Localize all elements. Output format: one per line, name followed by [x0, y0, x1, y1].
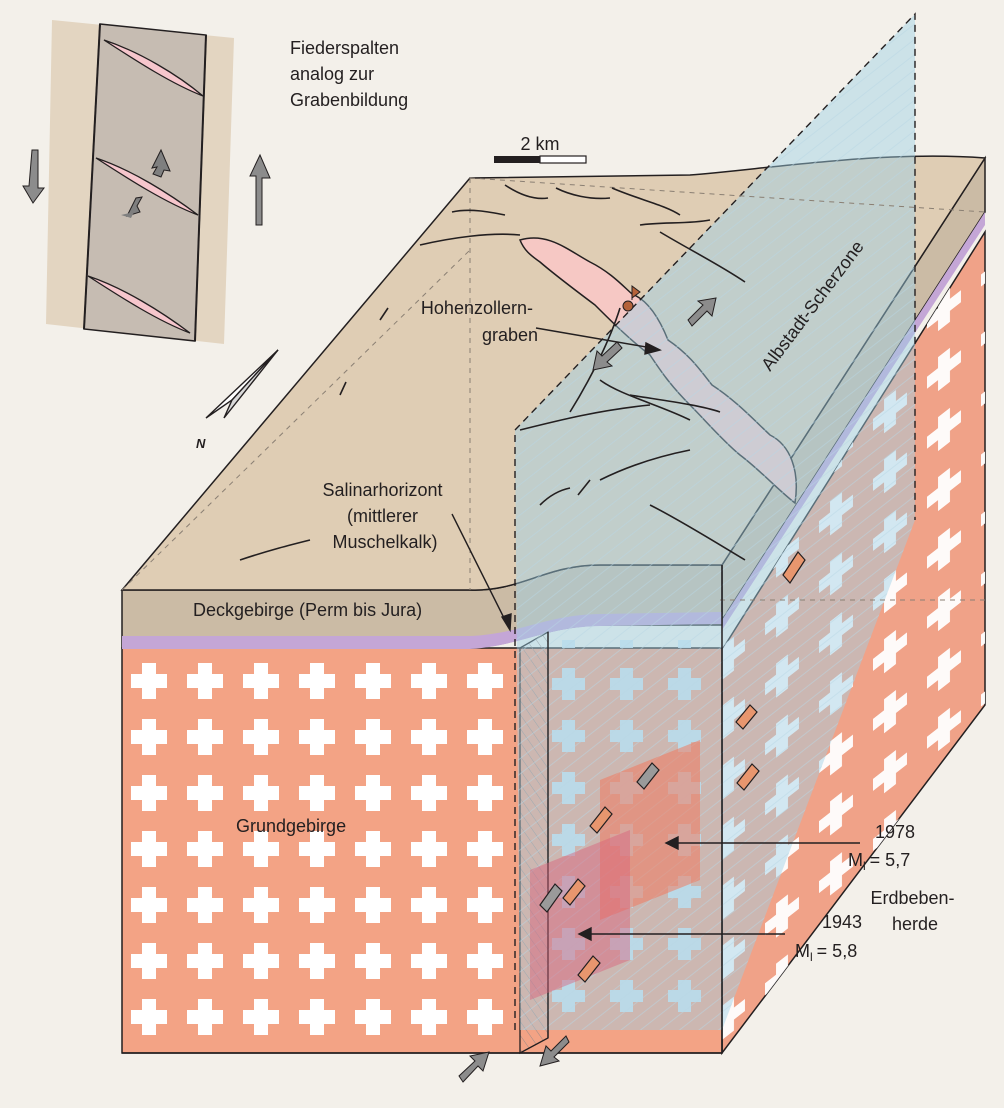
quake-1978-label: 1978 [875, 822, 915, 842]
hidden-edges [121, 177, 986, 601]
hypocentre-1978 [600, 740, 700, 920]
cover-label: Deckgebirge (Perm bis Jura) [193, 600, 422, 620]
graben-label: Hohenzollern- graben [421, 298, 538, 345]
quake-1943-magnitude: Ml= 5,8 [795, 941, 857, 964]
leader-arrows [451, 327, 860, 942]
fault-traces [239, 184, 746, 561]
hypocentre-1943 [530, 830, 630, 1000]
north-arrow-icon: N [196, 349, 279, 451]
extension-arrow-icon [121, 148, 171, 218]
sinistral-arrow-right-icon [249, 153, 271, 226]
scale-bar-label: 2 km [520, 134, 559, 154]
quake-1943-label: 1943 [822, 912, 862, 932]
motion-arrow-icons [458, 297, 717, 1083]
inset-caption: Fiederspalten analog zur Grabenbildung [290, 38, 408, 110]
scale-bar: 2 km [494, 134, 587, 164]
fault-slip-arrow-icons [539, 551, 806, 983]
basement-label: Grundgebirge [236, 816, 346, 836]
shear-plane-outline [514, 12, 916, 1030]
inset-shear-sketch: Fiederspalten analog zur Grabenbildung [22, 20, 408, 344]
quake-1978-magnitude: Ml= 5,7 [848, 850, 910, 873]
salt-horizon-label: Salinarhorizont (mittlerer Muschelkalk) [322, 480, 447, 552]
north-label: N [196, 436, 206, 451]
epicentre-marker [622, 300, 634, 312]
sinistral-arrow-left-icon [22, 149, 45, 204]
foci-label: Erdbeben- herde [870, 888, 959, 934]
tension-gashes [87, 39, 204, 334]
